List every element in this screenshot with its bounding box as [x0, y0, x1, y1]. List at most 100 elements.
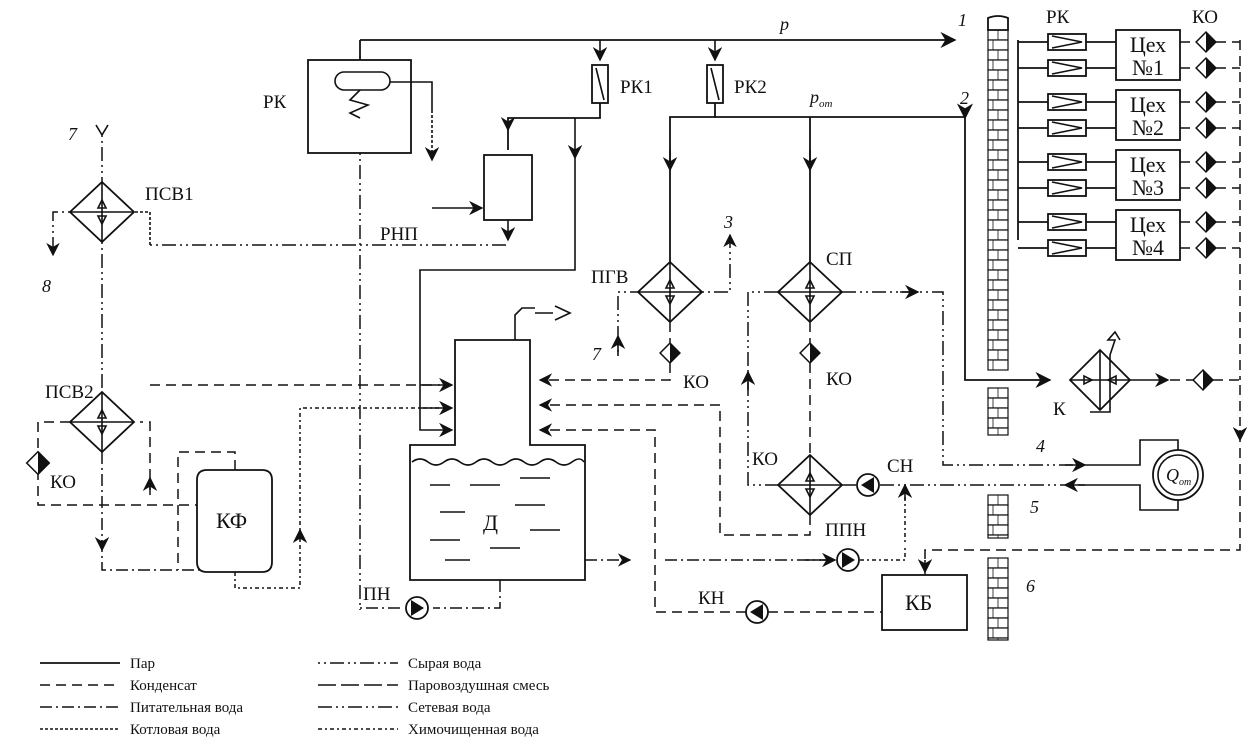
heater-sp: [740, 260, 1080, 486]
shop-valve-mark: [1051, 35, 1083, 49]
condenser-k: [1068, 330, 1241, 420]
heat-consumer-q: [1080, 439, 1204, 511]
label-sp: СП: [826, 249, 853, 270]
wall-brick: [987, 79, 1009, 91]
legend-label-raw: Сырая вода: [408, 656, 482, 672]
wall-brick: [987, 219, 1009, 231]
label-ppn: ППН: [825, 520, 866, 541]
label-psv2: ПСВ2: [45, 382, 94, 403]
valve-rk2: [662, 40, 1052, 389]
wall-brick: [987, 417, 1009, 429]
label-kn: КН: [698, 588, 725, 609]
number-5: 5: [1030, 497, 1039, 517]
legend-label-feed: Питательная вода: [130, 700, 243, 716]
label-q-ot: Qот: [1166, 465, 1191, 488]
legend-label-air: Паровоздушная смесь: [408, 678, 549, 694]
wall-brick: [987, 587, 1009, 599]
shop-trap: [1195, 117, 1217, 139]
wall-brick: [987, 39, 1009, 51]
shop-box: [1115, 89, 1181, 141]
shop-name: Цех: [1130, 212, 1166, 237]
shop-box: [1115, 149, 1181, 201]
shop-valve-mark: [1051, 215, 1083, 229]
label-rk1: РК1: [620, 77, 653, 98]
legend-label-boil: Котловая вода: [130, 722, 221, 738]
wall-brick: [987, 99, 1009, 111]
label-p-ot: pот: [808, 87, 833, 110]
wall-cap: [987, 15, 1009, 31]
valve-rk1: [419, 40, 609, 438]
shop-name: Цех: [1130, 92, 1166, 117]
shop-trap: [1195, 177, 1217, 199]
label-pgv: ПГВ: [591, 267, 628, 288]
number-6: 6: [1026, 576, 1035, 596]
wall-brick: [987, 159, 1009, 171]
shop-number: №2: [1132, 115, 1164, 140]
heater-psv2: [25, 377, 454, 571]
pump-sn: [856, 457, 1087, 545]
wall-brick: [987, 199, 1009, 211]
number-8: 8: [42, 276, 51, 296]
wall-brick: [987, 319, 1009, 331]
label-d: Д: [483, 510, 498, 535]
shop-box: [1115, 209, 1181, 261]
building-wall: [987, 15, 1009, 641]
number-7-mid: 7: [592, 344, 602, 364]
label-ko-mid: КО: [752, 449, 778, 470]
legend-label-cond: Конденсат: [130, 678, 197, 694]
wall-brick: [987, 504, 1009, 516]
shop-name: Цех: [1130, 152, 1166, 177]
steam-main-line: [359, 31, 957, 60]
label-ko-pgv: КО: [683, 372, 709, 393]
pump-ppn: [836, 545, 906, 572]
label-pn: ПН: [363, 584, 391, 605]
shop-number: №4: [1132, 235, 1164, 260]
wall-brick: [987, 59, 1009, 71]
filter-kf: [177, 400, 454, 589]
wall-brick: [987, 607, 1009, 619]
wall-brick: [987, 179, 1009, 191]
shop-box: [1115, 29, 1181, 81]
label-ko-left: КО: [50, 472, 76, 493]
label-kb: КБ: [905, 590, 932, 615]
tank-kb: [881, 420, 1248, 631]
shop-trap: [1195, 237, 1217, 259]
shop-name: Цех: [1130, 32, 1166, 57]
label-ko-right: КО: [1192, 7, 1218, 28]
shop-valve-mark: [1051, 95, 1083, 109]
reducer-rnp: [150, 154, 533, 246]
wall-brick: [987, 119, 1009, 131]
label-ko-sp: КО: [826, 369, 852, 390]
legend-label-net: Сетевая вода: [408, 700, 491, 716]
shop-valve-mark: [1051, 121, 1083, 135]
label-psv1: ПСВ1: [145, 184, 194, 205]
shop-valve-mark: [1051, 241, 1083, 255]
shop-number: №1: [1132, 55, 1164, 80]
label-rk-right: РК: [1046, 7, 1070, 28]
pump-kn: [538, 423, 882, 624]
label-sn: СН: [887, 456, 914, 477]
wall-brick: [987, 567, 1009, 579]
heater-ko-mid: [538, 398, 856, 536]
wall-brick: [987, 259, 1009, 271]
shop-trap: [1195, 57, 1217, 79]
number-3: 3: [723, 212, 733, 232]
wall-brick: [987, 139, 1009, 151]
label-k: К: [1053, 399, 1066, 420]
wall-brick: [987, 524, 1009, 536]
number-7-top: 7: [68, 124, 78, 144]
wall-brick: [987, 239, 1009, 251]
wall-brick: [987, 397, 1009, 409]
label-rnp: РНП: [380, 224, 418, 245]
wall-brick: [987, 279, 1009, 291]
heater-psv1: [46, 124, 151, 392]
number-1: 1: [958, 10, 967, 30]
label-p: p: [778, 14, 789, 34]
wall-brick: [987, 627, 1009, 639]
shop-number: №3: [1132, 175, 1164, 200]
shop-valve-mark: [1051, 181, 1083, 195]
wall-brick: [987, 339, 1009, 351]
